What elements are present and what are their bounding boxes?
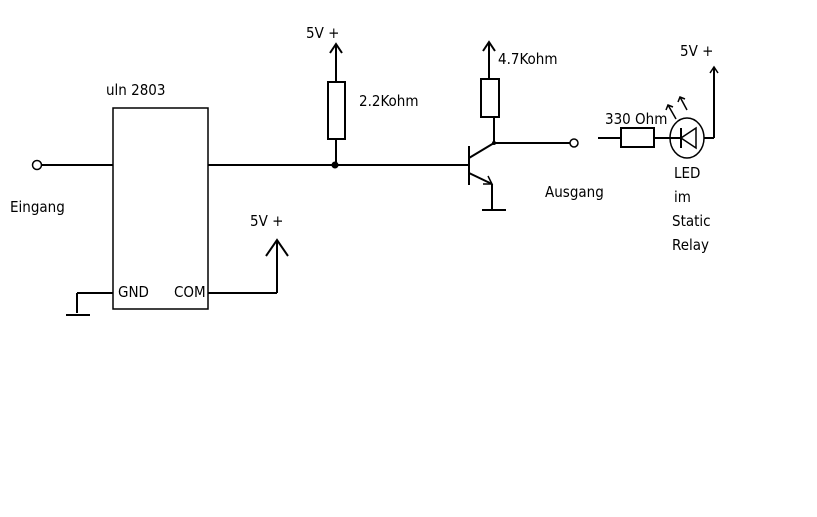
led-caption-line2: im (674, 188, 691, 206)
transistor-emitter (468, 172, 493, 185)
com-supply-label: 5V + (250, 212, 283, 230)
led-caption-line3: Static (672, 212, 711, 230)
output-label: Ausgang (545, 183, 604, 201)
r-base-label: 2.2Kohm (359, 92, 419, 110)
output-terminal (569, 138, 579, 148)
led-caption-line1: LED (674, 164, 700, 182)
led-caption-line4: Relay (672, 236, 709, 254)
com-supply-arrow (265, 238, 289, 257)
led-light-arrowhead-2 (677, 96, 686, 103)
r-led-label: 330 Ohm (605, 110, 667, 128)
top-supply-label: 5V + (306, 24, 339, 42)
uln2803-chip (112, 107, 209, 310)
r-led-resistor (620, 127, 655, 148)
transistor-collector (468, 142, 495, 159)
input-terminal (31, 159, 43, 171)
led-light-arrowhead-1 (665, 104, 674, 111)
r-base-resistor (327, 81, 346, 140)
led-light-arrow-2 (679, 96, 688, 111)
led-light-arrow-1 (667, 104, 677, 120)
collector-supply-arrow (482, 40, 496, 52)
led-supply-arrow (709, 65, 719, 74)
r-collector-resistor (480, 78, 500, 118)
uln2803-label: uln 2803 (106, 81, 165, 99)
led-supply-label: 5V + (680, 42, 713, 60)
com-pin-label: COM (174, 283, 206, 301)
top-supply-arrow (329, 42, 343, 54)
r-collector-label: 4.7Kohm (498, 50, 558, 68)
input-label: Eingang (10, 198, 65, 216)
gnd-pin-label: GND (118, 283, 149, 301)
led-diode-triangle (679, 126, 697, 150)
